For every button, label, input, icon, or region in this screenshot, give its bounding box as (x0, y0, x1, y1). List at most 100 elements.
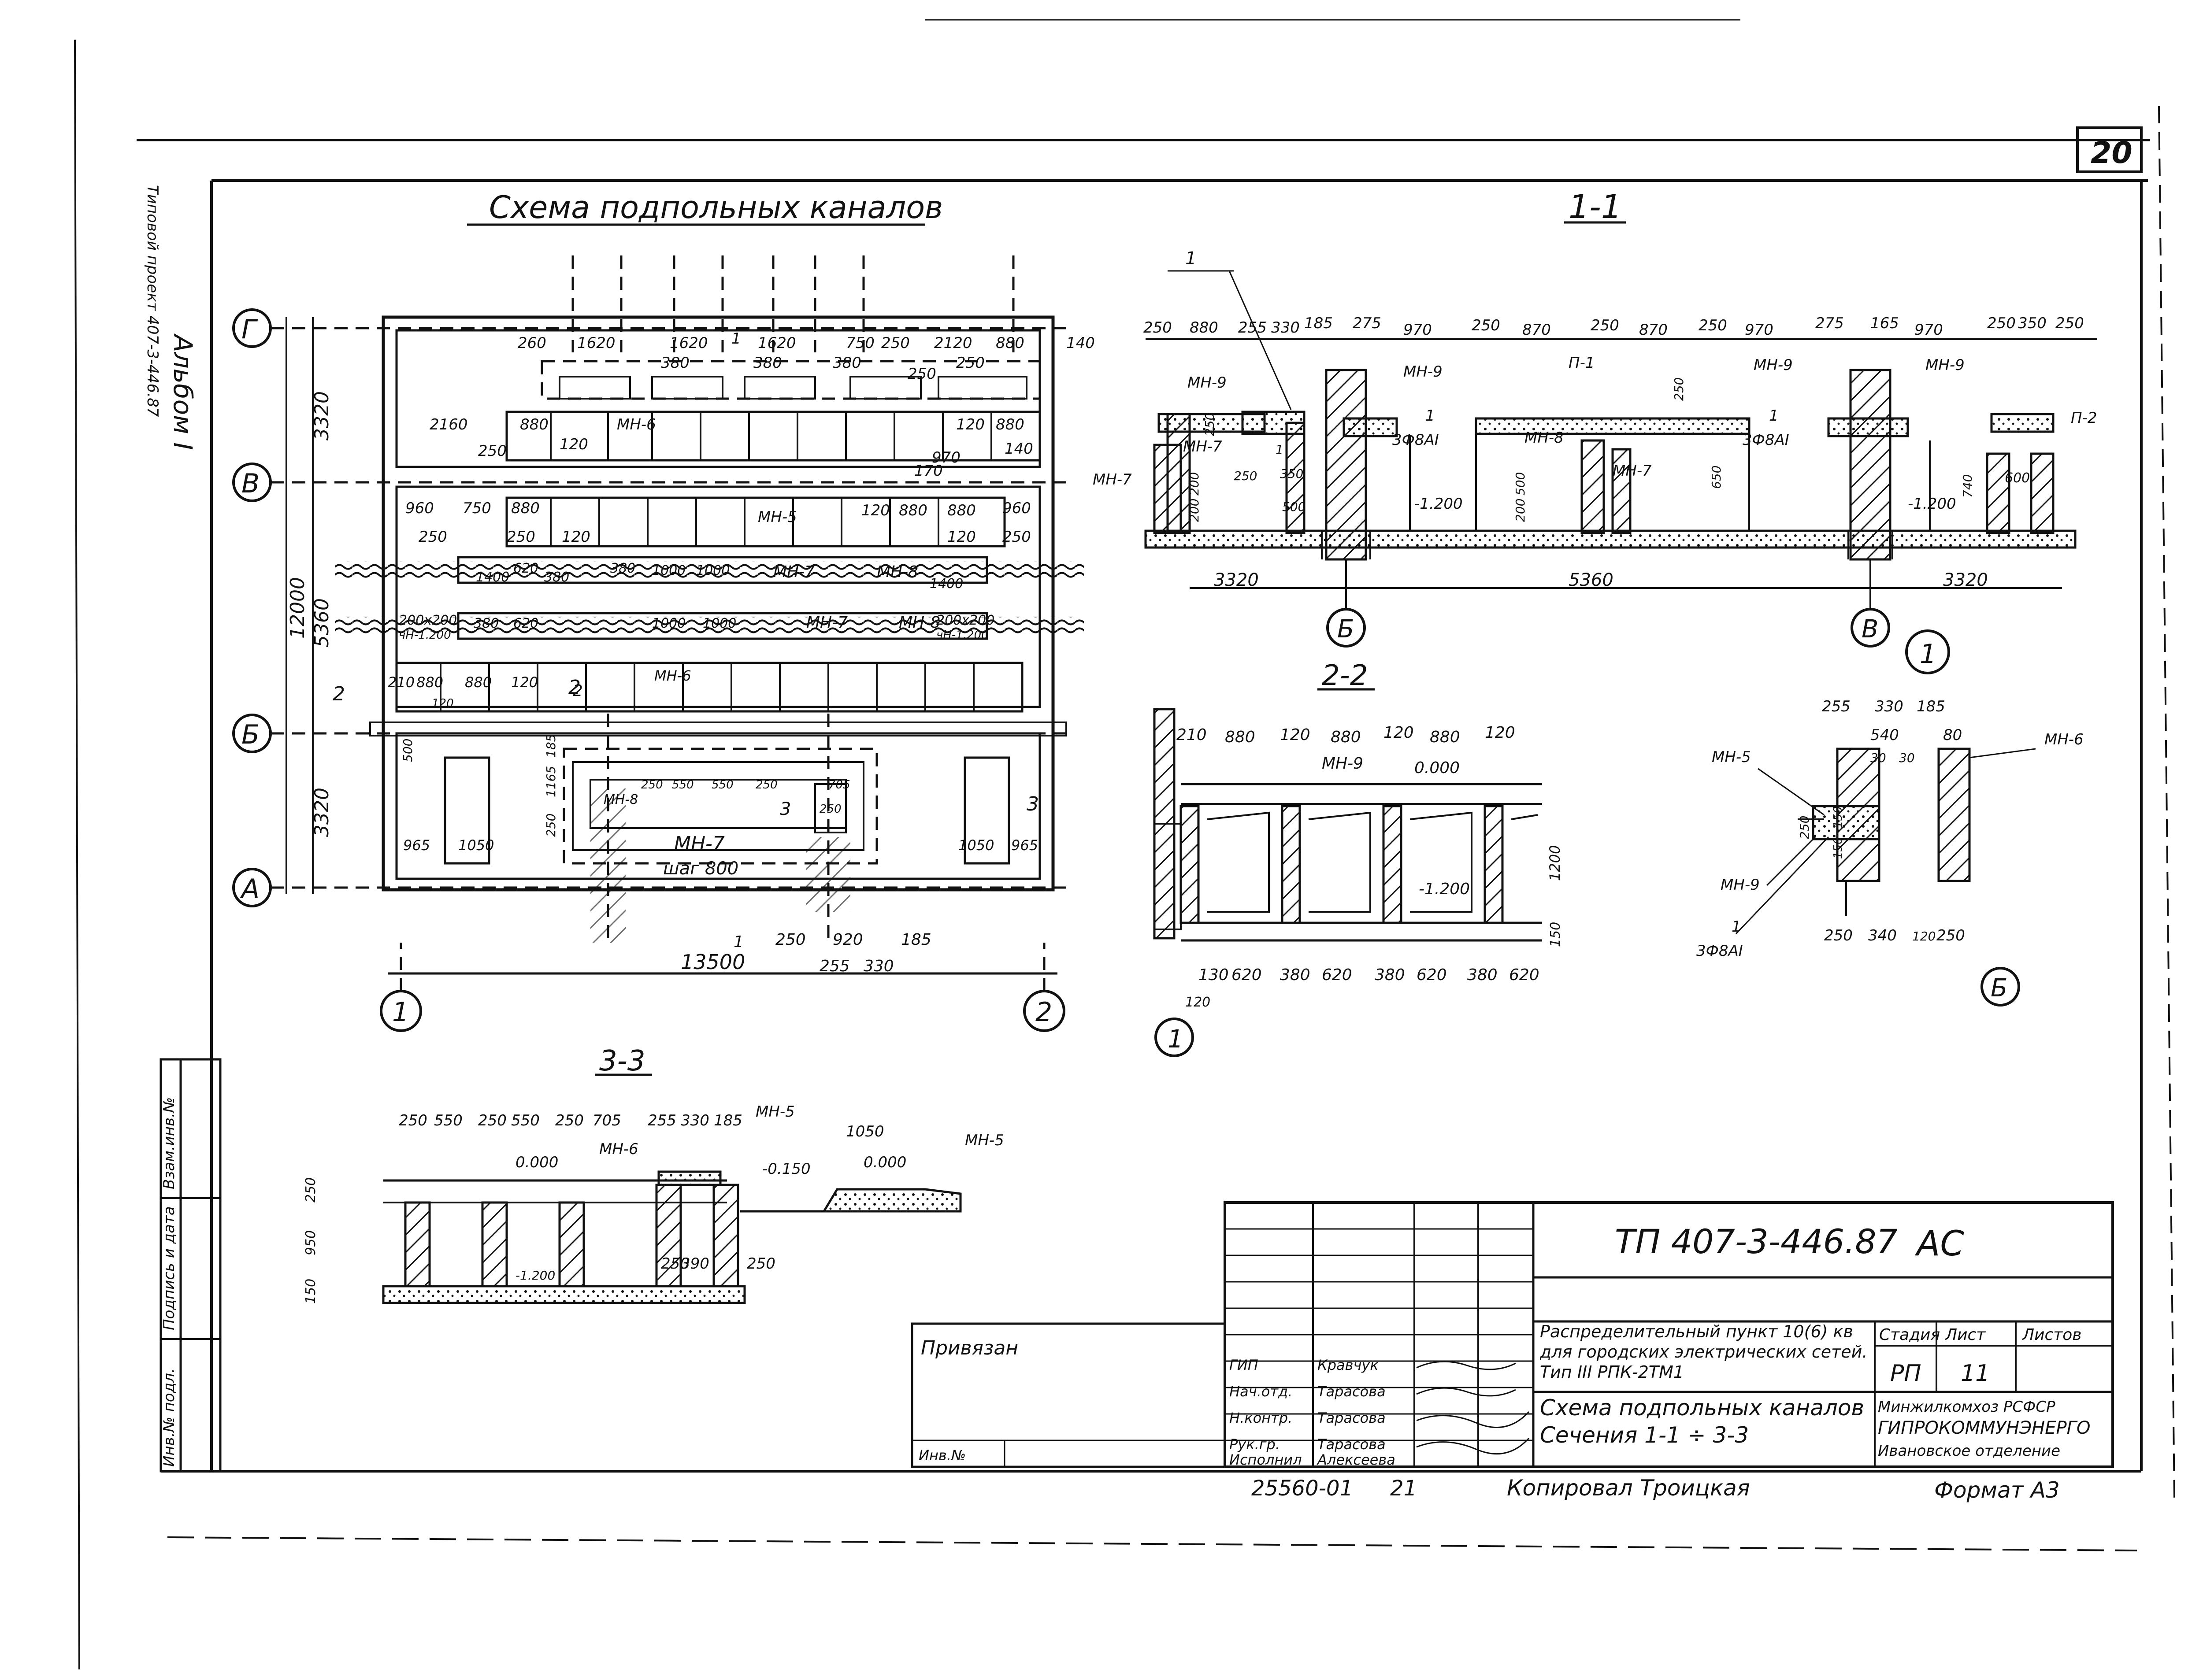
drawing-mark: АС (1914, 1224, 1964, 1264)
label-mn9: МН-9 (1187, 374, 1227, 392)
section-mark-2: 2 (573, 682, 583, 700)
drawing-code: ТП 407-3-446.87 (1615, 1222, 1898, 1261)
dim: 250 (775, 931, 806, 949)
role: Исполнил (1229, 1451, 1302, 1468)
dim: 250 (1002, 528, 1031, 546)
dim: 250 (1936, 927, 1965, 944)
page-number: 20 (2091, 136, 2133, 170)
axis-v-label: В (241, 468, 260, 499)
dim: 965 (403, 837, 430, 854)
dim: 970 (1403, 321, 1432, 339)
label-mn9: МН-9 (1721, 876, 1760, 894)
dim: 120 (1280, 726, 1310, 744)
plan-title: Схема подпольных каналов (489, 189, 943, 226)
label-mn7: МН-7 (1183, 438, 1222, 455)
label-mn9: МН-9 (1754, 356, 1793, 374)
dim: 210 (1176, 726, 1207, 744)
level: 0.000 (864, 1154, 906, 1171)
dim: 550 (434, 1112, 463, 1129)
dim: 330 (1271, 319, 1300, 337)
dim: 330 (864, 957, 894, 975)
label-mn9: МН-9 (1403, 363, 1443, 381)
level: 0.000 (516, 1154, 558, 1171)
dim: 185 (714, 1112, 742, 1129)
dim: 5360 (1569, 570, 1613, 590)
dim: 330 (681, 1112, 709, 1129)
dim: 120 (956, 416, 985, 433)
section-2-2-dims-top: 210 880 120 880 120 880 120 (1176, 724, 1515, 746)
callout-1: 1 (1185, 248, 1196, 269)
dim: 380 (544, 570, 569, 585)
dim: 3320 (1943, 570, 1988, 590)
org-institute: ГИПРОКОММУНЭНЕРГО (1878, 1418, 2090, 1438)
label-mn5: МН-5 (1712, 748, 1751, 766)
dim: 250 (1824, 927, 1853, 944)
inv-label: Инв.№ (919, 1447, 966, 1464)
dim: 250 (419, 528, 447, 546)
dim: 255 (648, 1112, 676, 1129)
dim: 200x200 (936, 613, 994, 628)
sheet-format: Формат А3 (1934, 1477, 2060, 1503)
axis-b-label: Б (1337, 615, 1354, 644)
dim: 380 (610, 561, 635, 576)
dim: 960 (405, 500, 434, 517)
dim: 880 (1430, 728, 1460, 746)
label-mn7: МН-7 (1093, 471, 1132, 488)
dim: 880 (511, 500, 540, 517)
label-mn6: МН-6 (654, 667, 691, 684)
channel-plan: Схема подпольных каналов Г В Б А 1 (232, 189, 1095, 1032)
label-mn5: МН-5 (758, 508, 797, 526)
dim: 965 (1011, 837, 1038, 854)
copied-by: Копировал Троицкая (1507, 1475, 1750, 1501)
dim: 275 (1353, 315, 1381, 332)
name: Тарасова (1317, 1436, 1386, 1453)
role: ГИП (1229, 1357, 1258, 1373)
dim: 250 (747, 1255, 775, 1273)
rebar-spec: 3Ф8АI (1696, 942, 1743, 960)
label-p1: П-1 (1569, 354, 1595, 372)
height: 600 (2005, 470, 2030, 486)
dim: 880 (465, 674, 492, 691)
dim: 2120 (934, 334, 972, 352)
label-mn7: МН-7 (1613, 462, 1652, 480)
dim: 250 (478, 442, 507, 460)
stamp-replace-inv: Взам.инв.№ (160, 1097, 178, 1189)
dim: 2 (568, 676, 581, 699)
height: 250 (1202, 413, 1217, 436)
dim: 880 (1331, 728, 1361, 746)
height: 950 (303, 1230, 319, 1255)
dim-row-3: 3320 (311, 788, 333, 837)
plan-dims-mid: 1400 620 380 380 1000 1000 1400 200x200 … (399, 561, 994, 642)
dim: 620 (1322, 966, 1352, 984)
dim: 120 (861, 502, 890, 519)
label-mn9: МН-9 (1925, 356, 1965, 374)
inventory-number: 25560-01 (1251, 1476, 1353, 1501)
sheet-name: Схема подпольных каналов Сечения 1-1 ÷ 3… (1540, 1395, 1864, 1448)
role: Рук.гр. (1229, 1436, 1280, 1453)
dim: 880 (1225, 728, 1255, 746)
label-mn7: МН-7 (773, 563, 815, 581)
height: 1 (1276, 442, 1283, 457)
dim: 30 (1899, 751, 1915, 765)
level: -1.200 (516, 1268, 555, 1283)
node-1-detail: 255 330 185 540 80 30 30 250 150 150 250… (1696, 698, 2084, 1007)
section-mark-2: 2 (333, 683, 345, 705)
axis-v-label: В (1862, 615, 1878, 644)
project-name: Распределительный пункт 10(6) кв для гор… (1540, 1322, 1868, 1382)
dim: 210 (388, 674, 415, 691)
stage-value: РП (1890, 1360, 1921, 1387)
dim: 550 (672, 778, 694, 792)
dim: 250 (1143, 319, 1172, 337)
dim: 1000 (652, 616, 686, 631)
node-1-dims: 255 330 185 540 80 30 30 250 150 150 250… (1696, 698, 2084, 960)
dim: 250 (820, 803, 842, 816)
dim: 390 (681, 1255, 709, 1273)
height: 200 (1187, 499, 1202, 522)
dim: 550 (712, 778, 734, 792)
section-2-2: 2-2 210 880 120 880 120 880 120 МН-9 0.0… (1153, 659, 1563, 1057)
side-stamp: Взам.инв.№ Подпись и дата Инв.№ подл. (159, 1058, 222, 1473)
dim: 185 (1917, 698, 1945, 715)
dim: 1000 (652, 563, 686, 578)
dim: 3320 (1214, 570, 1259, 590)
